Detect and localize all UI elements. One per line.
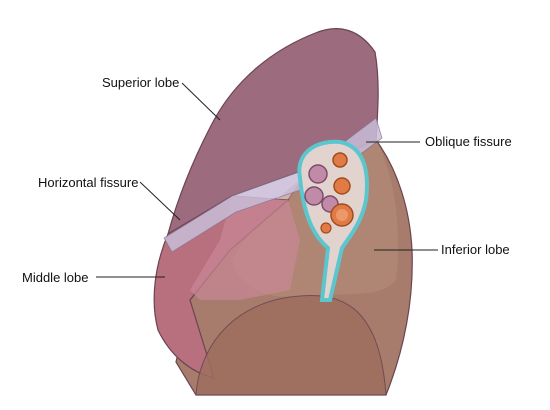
- pulmonary-artery-lumen: [336, 209, 348, 221]
- pulmonary-vein-2: [304, 186, 324, 206]
- small-vessel: [320, 222, 332, 234]
- label-oblique-fissure: Oblique fissure: [425, 134, 512, 149]
- bronchus-2: [333, 177, 351, 195]
- bronchus-1: [332, 152, 348, 168]
- label-superior-lobe: Superior lobe: [102, 75, 180, 90]
- middle-lobe-inner-surface: [190, 196, 300, 300]
- diaphragmatic-surface: [195, 294, 387, 396]
- leader-horizontal-fissure: [139, 181, 181, 221]
- label-horizontal-fissure: Horizontal fissure: [38, 175, 139, 190]
- pulmonary-vein-1: [308, 164, 328, 184]
- leader-superior-lobe: [181, 82, 221, 121]
- label-middle-lobe: Middle lobe: [22, 270, 89, 285]
- label-inferior-lobe: Inferior lobe: [441, 242, 510, 257]
